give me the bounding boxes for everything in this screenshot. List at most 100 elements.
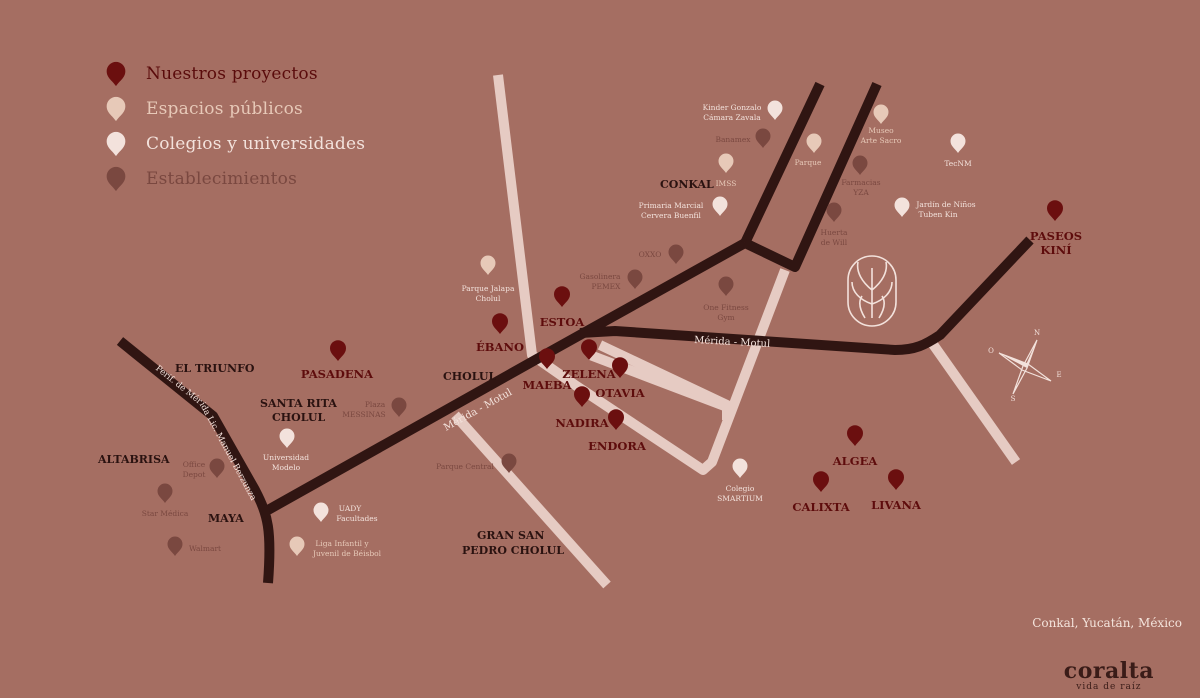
poi-label: Cervera Buenfil [641,211,701,220]
legend-label: Establecimientos [146,168,297,189]
poi-office-depot[interactable]: Office Depot [183,458,225,480]
project-pin-icon[interactable] [574,386,590,407]
road-kini-southeast [925,337,1021,465]
poi-label: Cholul [476,294,501,303]
poi-label: Parque Central [436,462,494,471]
project-pin-icon[interactable] [1047,200,1063,221]
poi-star-medica[interactable]: Star Médica [142,483,189,519]
poi-label: Banamex [715,135,751,144]
poi-kinder-gonzalo[interactable]: Kinder Gonzalo Cámara Zavala [703,100,783,123]
poi-label: MESSINAS [342,410,385,419]
poi-plaza-messinas[interactable]: Plaza MESSINAS [342,397,407,420]
project-pin-icon[interactable] [492,313,508,334]
poi-museo-arte-sacro[interactable]: Museo Arte Sacro [860,104,902,146]
map-pin-icon [106,166,126,191]
poi-label: Facultades [336,514,377,523]
legend-item-espacios[interactable]: Espacios públicos [104,91,365,126]
school-pin-icon [313,502,329,522]
poi-parque[interactable]: Parque [795,133,822,168]
project-pin-icon[interactable] [888,469,904,490]
poi-liga-infantil[interactable]: Liga Infantil y Juvenil de Béisbol [289,536,382,559]
road-cholul-south [451,411,611,589]
poi-parque-central[interactable]: Parque Central [436,453,517,474]
project-label: OTAVIA [595,386,645,400]
store-pin-icon [826,202,842,222]
road-merida-motul [265,238,748,515]
poi-label: IMSS [716,179,737,188]
store-pin-icon [391,397,407,417]
store-pin-icon [755,128,771,148]
legend-item-colegios[interactable]: Colegios y universidades [104,126,365,161]
poi-imss[interactable]: IMSS [716,153,737,189]
poi-universidad-modelo[interactable]: Universidad Modelo [263,428,309,473]
poi-label: Plaza [365,400,386,409]
poi-gasolinera-pemex[interactable]: Gasolinera PEMEX [580,269,643,292]
project-pin-icon[interactable] [813,471,829,492]
poi-uady-facultades[interactable]: UADY Facultades [313,502,378,524]
compass-north: N [1034,329,1040,337]
poi-huerta-de-will[interactable]: Huerta de Will [821,202,848,248]
legend-item-establecimientos[interactable]: Establecimientos [104,161,365,196]
poi-label: Cámara Zavala [703,113,761,122]
main-roads [116,81,1034,584]
project-label: MAEBA [522,378,572,392]
poi-label: Modelo [272,463,301,472]
project-label: PASEOS [1030,229,1082,243]
map-pin-icon [106,61,126,86]
town-label: CONKAL [660,178,714,191]
project-pin-icon[interactable] [330,340,346,361]
town-label: MAYA [208,512,244,525]
poi-tecnm[interactable]: TecNM [944,133,972,169]
poi-one-fitness[interactable]: One Fitness Gym [703,276,749,323]
brand-logo[interactable]: coralta vida de raíz [1064,660,1154,692]
poi-markers: Kinder Gonzalo Cámara Zavala Banamex Mus… [142,100,976,559]
legend-label: Espacios públicos [146,98,303,119]
poi-colegio-smartium[interactable]: Colegio SMARTIUM [717,458,763,504]
poi-label: Universidad [263,453,309,462]
poi-oxxo[interactable]: OXXO [639,244,684,265]
school-pin-icon [279,428,295,448]
legend-item-proyectos[interactable]: Nuestros proyectos [104,56,365,91]
poi-label: Depot [183,470,206,479]
school-pin-icon [712,196,728,216]
poi-label: Kinder Gonzalo [703,103,762,112]
school-pin-icon [767,100,783,120]
secondary-roads [451,74,1021,589]
poi-label: Juvenil de Béisbol [312,549,382,558]
town-label: PEDRO CHOLUL [462,544,564,557]
store-pin-icon [718,276,734,296]
road-periferico [116,337,275,584]
poi-parque-jalapa[interactable]: Parque Jalapa Cholul [462,255,515,304]
poi-banamex[interactable]: Banamex [715,128,771,149]
poi-primaria-marcial[interactable]: Primaria Marcial Cervera Buenfil [639,196,728,221]
poi-label: YZA [852,188,869,197]
store-pin-icon [668,244,684,264]
poi-label: PEMEX [591,282,621,291]
town-label: CHOLUL [272,411,325,424]
town-label: EL TRIUNFO [175,362,255,375]
poi-walmart[interactable]: Walmart [167,536,222,557]
project-pin-icon[interactable] [847,425,863,446]
store-pin-icon [852,155,868,175]
poi-label: Parque Jalapa [462,284,515,293]
road-north-south [493,74,790,475]
legend-label: Nuestros proyectos [146,63,318,84]
road-conkal-north-1 [740,81,825,246]
map-pin-icon [106,96,126,121]
poi-farmacias-yza[interactable]: Farmacias YZA [841,155,881,198]
compass-south: S [1011,395,1016,403]
school-pin-icon [950,133,966,153]
poi-label: Tuben Kin [918,210,957,219]
poi-label: de Will [821,238,848,247]
compass-west: O [988,347,994,355]
project-label: NADIRA [555,416,609,430]
project-pin-icon[interactable] [608,409,624,430]
project-pin-icon[interactable] [554,286,570,307]
project-label: ENDORA [588,439,647,453]
compass-east: E [1056,371,1061,379]
poi-jardin-de-ninos[interactable]: Jardín de Niños Tuben Kin [894,197,976,220]
public-space-pin-icon [718,153,734,173]
brand-name: coralta [1063,658,1154,684]
town-labels: CONKAL EL TRIUNFO SANTA RITA CHOLUL CHOL… [97,178,714,557]
